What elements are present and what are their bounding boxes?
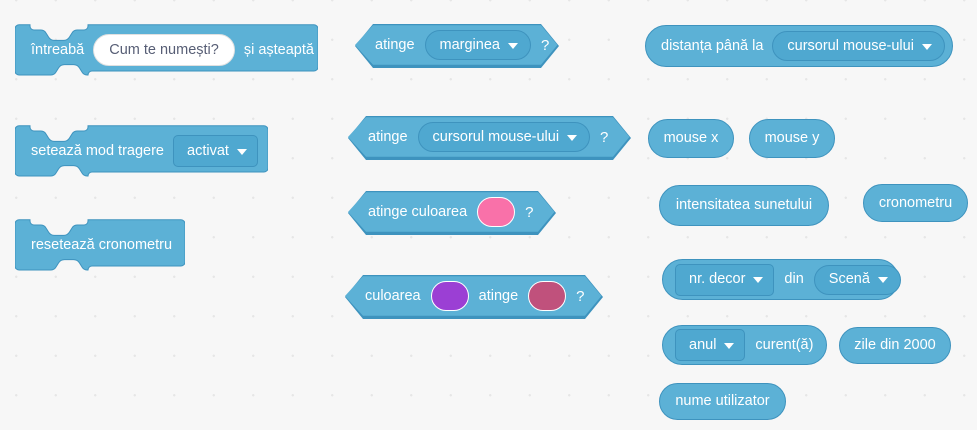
current-date-label-after: curent(ă): [755, 336, 814, 353]
chevron-down-icon: [508, 43, 518, 49]
touching-edge-label: atinge: [375, 36, 415, 53]
touching-mouse-dropdown-value: cursorul mouse-ului: [432, 128, 560, 145]
chevron-down-icon: [921, 43, 932, 50]
ask-label-before: întreabă: [31, 41, 85, 58]
username-block[interactable]: nume utilizator: [659, 383, 786, 420]
set-drag-mode-label: setează mod tragere: [31, 142, 164, 159]
distance-to-block[interactable]: distanța până la cursorul mouse-ului: [645, 25, 953, 67]
ask-label-after: și așteaptă: [243, 41, 314, 58]
days-since-2000-label: zile din 2000: [854, 337, 936, 354]
touching-edge-dropdown-value: marginea: [439, 36, 500, 53]
current-date-dropdown[interactable]: anul: [675, 329, 746, 361]
chevron-down-icon: [236, 148, 247, 155]
touching-color-label: atinge culoarea: [368, 203, 468, 220]
touching-mouse-dropdown[interactable]: cursorul mouse-ului: [418, 122, 591, 152]
timer-block[interactable]: cronometru: [863, 184, 968, 222]
chevron-down-icon: [753, 277, 764, 283]
chevron-down-icon: [567, 135, 577, 141]
current-date-block[interactable]: anul curent(ă): [662, 325, 827, 365]
mouse-y-block[interactable]: mouse y: [749, 119, 835, 158]
touching-color-question-mark: ?: [525, 203, 534, 221]
property-dropdown-value: nr. decor: [689, 271, 746, 288]
color-touching-question-mark: ?: [576, 287, 585, 305]
mouse-x-block[interactable]: mouse x: [648, 119, 734, 158]
color-touching-label-before: culoarea: [365, 287, 421, 304]
color-touching-label-middle: atinge: [478, 287, 519, 304]
property-of-block[interactable]: nr. decor din Scenă: [662, 259, 901, 300]
mouse-x-label: mouse x: [663, 130, 719, 147]
touching-edge-question-mark: ?: [540, 36, 550, 54]
color-swatch-source[interactable]: [431, 281, 469, 311]
color-swatch[interactable]: [477, 197, 515, 227]
ask-and-wait-block[interactable]: întreabă Cum te numești? și așteaptă: [15, 24, 318, 76]
touching-edge-block[interactable]: atinge marginea ?: [355, 24, 559, 68]
drag-mode-dropdown-value: activat: [187, 142, 229, 159]
timer-label: cronometru: [878, 194, 953, 211]
touching-mouse-label: atinge: [368, 128, 408, 145]
distance-to-label: distanța până la: [661, 37, 764, 54]
touching-color-block[interactable]: atinge culoarea ?: [348, 191, 556, 235]
loudness-label: intensitatea sunetului: [675, 197, 813, 214]
distance-to-dropdown[interactable]: cursorul mouse-ului: [772, 31, 945, 61]
drag-mode-dropdown[interactable]: activat: [173, 135, 258, 167]
color-is-touching-color-block[interactable]: culoarea atinge ?: [345, 275, 603, 319]
current-date-dropdown-value: anul: [689, 336, 717, 353]
color-swatch-target[interactable]: [528, 281, 566, 311]
chevron-down-icon: [877, 277, 888, 283]
property-dropdown[interactable]: nr. decor: [675, 263, 775, 296]
chevron-down-icon: [724, 342, 735, 349]
target-dropdown[interactable]: Scenă: [813, 264, 901, 295]
target-dropdown-value: Scenă: [828, 271, 870, 288]
touching-edge-dropdown[interactable]: marginea: [425, 30, 531, 60]
distance-to-dropdown-value: cursorul mouse-ului: [787, 37, 914, 54]
touching-mouse-pointer-block[interactable]: atinge cursorul mouse-ului ?: [348, 116, 631, 160]
days-since-2000-block[interactable]: zile din 2000: [839, 327, 951, 364]
ask-text-input[interactable]: Cum te numești?: [93, 34, 235, 66]
reset-timer-block[interactable]: resetează cronometru: [15, 219, 185, 271]
loudness-block[interactable]: intensitatea sunetului: [659, 185, 829, 226]
reset-timer-label: resetează cronometru: [31, 236, 173, 253]
username-label: nume utilizator: [675, 393, 770, 410]
property-of-label-middle: din: [784, 271, 804, 288]
touching-mouse-question-mark: ?: [600, 128, 609, 146]
mouse-y-label: mouse y: [764, 130, 820, 147]
set-drag-mode-block[interactable]: setează mod tragere activat: [15, 125, 268, 177]
